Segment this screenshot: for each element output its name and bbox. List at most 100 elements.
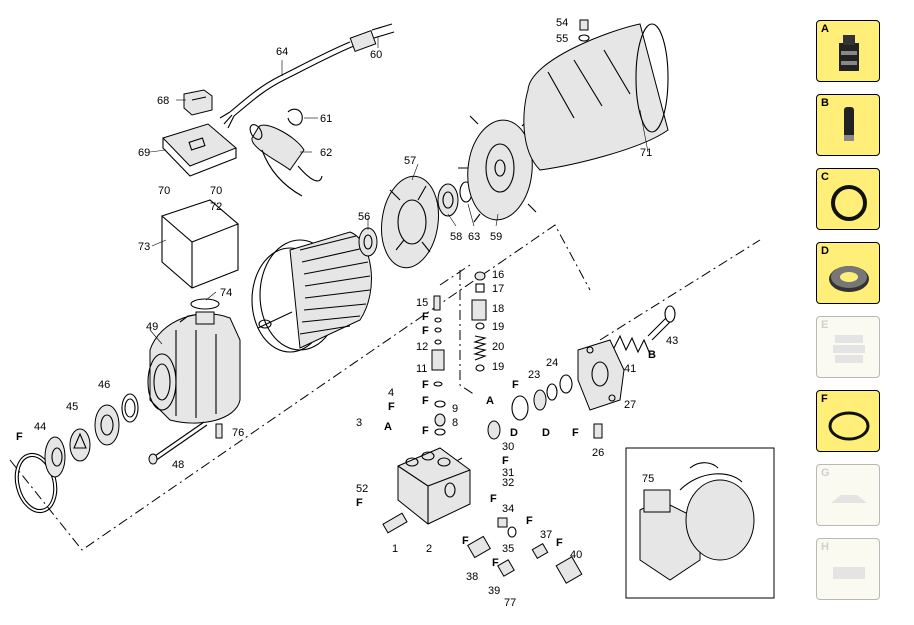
- seal-ring-part: [121, 393, 139, 423]
- label-45: 45: [66, 401, 78, 413]
- kit-letter-f-15: F: [422, 311, 429, 323]
- switch-box-part: [160, 199, 240, 310]
- kit-card-c[interactable]: C: [816, 168, 880, 230]
- label-3: 3: [356, 417, 362, 429]
- kit-letter-f-40: F: [556, 537, 563, 549]
- kit-card-d[interactable]: D: [816, 242, 880, 304]
- valve-kit-icon: [831, 495, 867, 503]
- label-54: 54: [556, 17, 568, 29]
- valve-stack-part: [431, 295, 446, 436]
- kit-card-b-letter: B: [821, 97, 829, 109]
- label-75: 75: [642, 473, 654, 485]
- kit-letter-f-30: F: [502, 455, 509, 467]
- kit-letter-d-1: D: [510, 427, 518, 439]
- label-49: 49: [146, 321, 158, 333]
- kit-card-a-letter: A: [821, 23, 829, 35]
- bearing-56-part: [358, 227, 378, 257]
- label-34: 34: [502, 503, 514, 515]
- label-20: 20: [492, 341, 504, 353]
- rotor-stator-part: [251, 231, 372, 353]
- outlet-fitting-part: [467, 535, 515, 577]
- label-38: 38: [466, 571, 478, 583]
- kit-card-e[interactable]: E: [816, 316, 880, 378]
- kit-letter-f-4: F: [388, 401, 395, 413]
- label-23: 23: [528, 369, 540, 381]
- label-59: 59: [490, 231, 502, 243]
- label-19a: 19: [492, 321, 504, 333]
- label-43: 43: [666, 335, 678, 347]
- kit-letter-f-8: F: [422, 425, 429, 437]
- label-46: 46: [98, 379, 110, 391]
- label-55: 55: [556, 33, 568, 45]
- kit-letter-f-52: F: [356, 497, 363, 509]
- kit-card-g[interactable]: G: [816, 464, 880, 526]
- label-32: 32: [502, 477, 514, 489]
- motor-housing-part: [147, 311, 241, 424]
- kit-letter-b: B: [648, 349, 656, 361]
- valve-plate-icon: [833, 567, 865, 579]
- kit-card-e-letter: E: [821, 319, 829, 331]
- kit-letter-a-plunger: A: [486, 395, 494, 407]
- unloader-valve-part: [471, 271, 487, 372]
- label-74: 74: [220, 287, 232, 299]
- seal-kit-icon: [839, 35, 859, 71]
- power-cord-part: [219, 23, 395, 129]
- pump-head-part: [397, 447, 471, 525]
- label-40: 40: [570, 549, 582, 561]
- label-30: 30: [502, 441, 514, 453]
- kit-letter-a-3: A: [384, 421, 392, 433]
- label-73: 73: [138, 241, 150, 253]
- capacitor-part: [249, 108, 323, 197]
- long-bolt-part: [148, 421, 208, 465]
- label-11: 11: [416, 363, 427, 375]
- stacked-seals-icon: [833, 335, 865, 363]
- bearing-seal-icon: [829, 266, 869, 292]
- label-64: 64: [276, 46, 288, 58]
- end-bell-part: [381, 175, 439, 269]
- inlet-fitting-part: [382, 512, 408, 534]
- label-63: 63: [468, 231, 480, 243]
- kit-card-f[interactable]: F: [816, 390, 880, 452]
- label-35: 35: [502, 543, 514, 555]
- label-76: 76: [232, 427, 244, 439]
- label-18: 18: [492, 303, 504, 315]
- label-62: 62: [320, 147, 332, 159]
- label-52: 52: [356, 483, 368, 495]
- bearing-58-part: [437, 181, 473, 217]
- kit-letter-f-38: F: [462, 535, 469, 547]
- label-12: 12: [416, 341, 428, 353]
- screw-26-part: [593, 423, 603, 439]
- leader-lines: [149, 36, 649, 345]
- bearing-46-part: [94, 404, 120, 446]
- assembled-unit-inset: [625, 447, 775, 599]
- label-16: 16: [492, 269, 504, 281]
- kit-letter-d-2: D: [542, 427, 550, 439]
- kit-card-h[interactable]: H: [816, 538, 880, 600]
- label-77: 77: [504, 597, 516, 609]
- seal-ring-f-part: [14, 452, 58, 514]
- o-ring-icon: [831, 185, 867, 221]
- label-69: 69: [138, 147, 150, 159]
- label-68: 68: [157, 95, 169, 107]
- kit-letter-f-12a: F: [422, 325, 429, 337]
- kit-card-a[interactable]: A: [816, 20, 880, 82]
- label-8: 8: [452, 417, 458, 429]
- label-4: 4: [388, 387, 394, 399]
- wobble-plate-part: [69, 428, 91, 462]
- label-2: 2: [426, 543, 432, 555]
- label-41: 41: [624, 363, 636, 375]
- kit-card-b[interactable]: B: [816, 94, 880, 156]
- label-24: 24: [546, 357, 558, 369]
- label-56: 56: [358, 211, 370, 223]
- label-71: 71: [640, 147, 652, 159]
- part-number-labels: 60 64 68 69 61 62 70 70 72 73 74 49 46 4…: [16, 17, 678, 609]
- fan-cover-part: [523, 23, 669, 171]
- switch-part: [183, 89, 213, 116]
- kit-letter-f-9: F: [422, 395, 429, 407]
- kit-letter-f-44: F: [16, 431, 23, 443]
- label-58: 58: [450, 231, 462, 243]
- cover-plate-part: [162, 123, 237, 177]
- bolt-76-part: [215, 423, 223, 439]
- kit-card-g-letter: G: [821, 467, 830, 479]
